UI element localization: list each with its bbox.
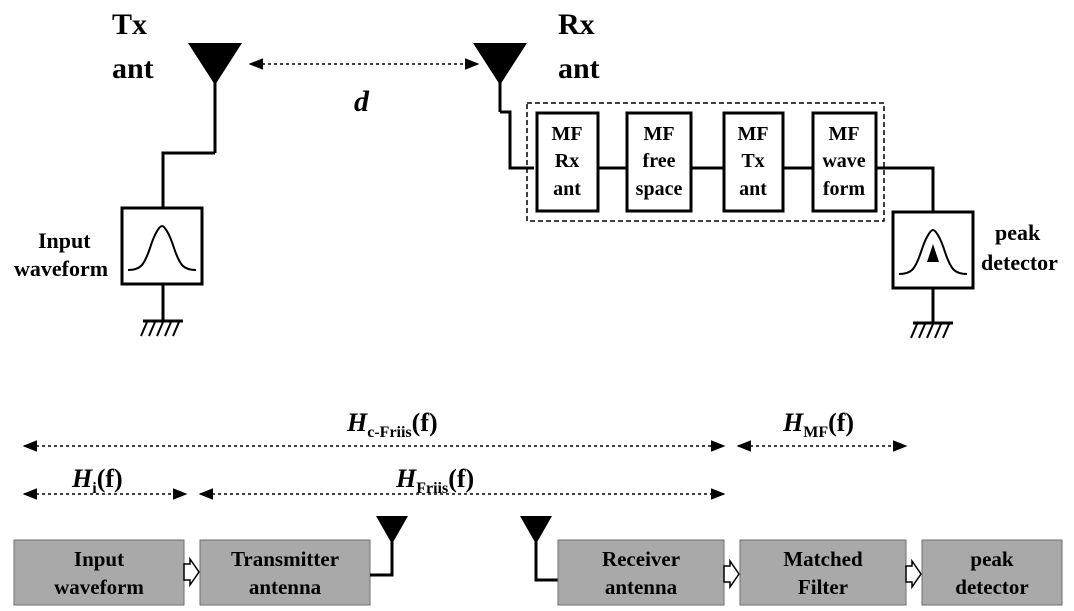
svg-text:free: free: [643, 150, 676, 172]
tx-antenna-label-line2: ant: [112, 52, 154, 85]
svg-text:form: form: [823, 178, 866, 200]
svg-text:antenna: antenna: [605, 575, 678, 599]
transmitter-antenna-icon: [370, 516, 408, 577]
rx-antenna-label-line1: Rx: [558, 8, 595, 41]
svg-text:Rx: Rx: [555, 150, 579, 172]
svg-text:MF: MF: [828, 123, 859, 145]
svg-text:detector: detector: [955, 575, 1028, 599]
tx-antenna-icon: [188, 43, 242, 153]
block-receiver-antenna: Receiver antenna: [557, 539, 725, 606]
svg-text:MF: MF: [643, 123, 674, 145]
rx-antenna-icon: [473, 43, 527, 112]
svg-text:MF: MF: [551, 123, 582, 145]
tx-feed-wire: [161, 151, 215, 208]
peak-detector-label-line2: detector: [981, 250, 1058, 275]
svg-text:Input: Input: [74, 547, 124, 571]
distance-label: d: [354, 85, 370, 118]
svg-text:ant: ant: [553, 178, 581, 200]
peak-detector-icon: [891, 210, 975, 339]
mf-free-space-box: MF free space: [625, 111, 693, 213]
svg-text:ant: ant: [739, 178, 767, 200]
rx-antenna-label-line2: ant: [558, 52, 600, 85]
mf-tx-ant-box: MF Tx ant: [722, 111, 785, 213]
svg-text:MF: MF: [737, 123, 768, 145]
receiver-antenna-icon: [520, 516, 558, 582]
svg-text:wave: wave: [822, 150, 865, 172]
arrow-to-peak-detector: [905, 558, 922, 590]
rx-feed-wire: [500, 110, 534, 170]
matched-filter-enclosure: [526, 102, 885, 222]
h-friis-label: HFriis(f): [395, 464, 474, 497]
h-i-label: Hi(f): [71, 464, 123, 497]
block-input-waveform: Input waveform: [13, 539, 185, 606]
block-transmitter-antenna: Transmitter antenna: [199, 539, 371, 606]
svg-text:Receiver: Receiver: [602, 547, 680, 571]
svg-text:Filter: Filter: [798, 575, 848, 599]
svg-text:Transmitter: Transmitter: [231, 547, 339, 571]
svg-text:peak: peak: [970, 547, 1014, 571]
input-waveform-label-line2: waveform: [14, 256, 108, 281]
tx-antenna-label-line1: Tx: [112, 8, 147, 41]
h-mf-label: HMF(f): [782, 408, 854, 441]
mf-waveform-box: MF wave form: [811, 111, 878, 213]
svg-text:antenna: antenna: [249, 575, 322, 599]
mf-rx-ant-box: MF Rx ant: [535, 111, 600, 213]
arrow-to-matched-filter: [723, 558, 740, 590]
mf-output-wire: [876, 166, 935, 212]
block-peak-detector: peak detector: [921, 539, 1063, 606]
arrow-to-transmitter: [183, 556, 200, 588]
peak-detector-label-line1: peak: [995, 220, 1041, 245]
input-waveform-label-line1: Input: [38, 228, 91, 253]
h-cfriis-label: Hc-Friis(f): [346, 408, 438, 441]
svg-text:Tx: Tx: [741, 150, 764, 172]
svg-text:Matched: Matched: [783, 547, 863, 571]
svg-text:waveform: waveform: [54, 575, 144, 599]
svg-text:space: space: [636, 178, 683, 200]
input-waveform-source: [120, 206, 204, 337]
block-matched-filter: Matched Filter: [739, 539, 907, 606]
